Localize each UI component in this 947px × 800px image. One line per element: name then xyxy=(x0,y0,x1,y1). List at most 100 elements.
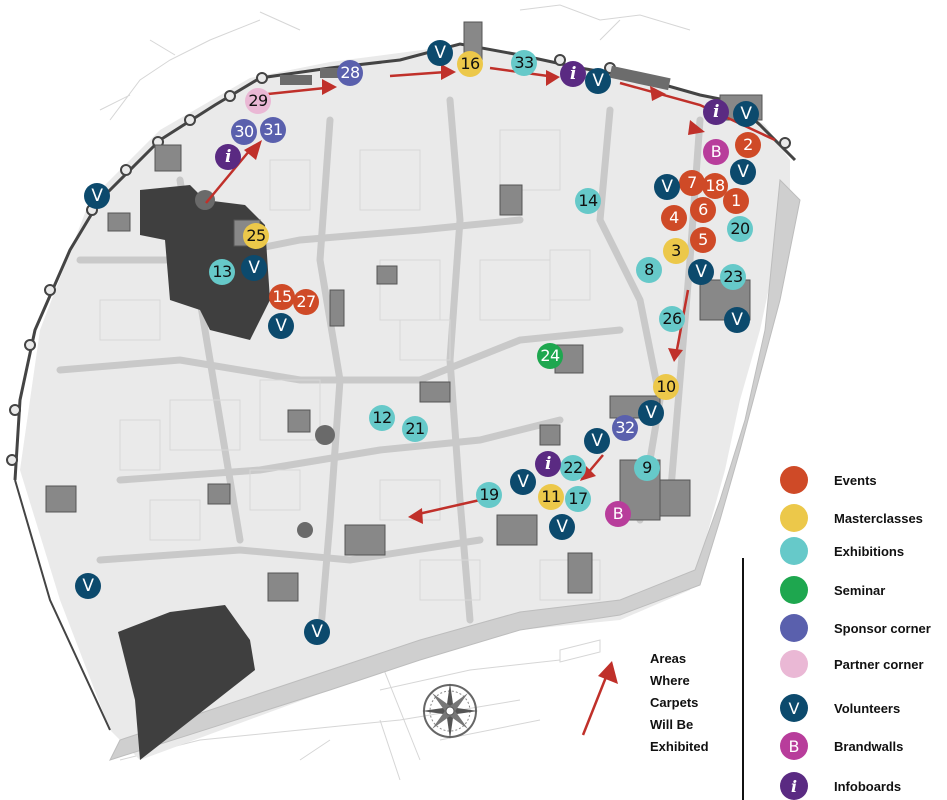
marker-exhibitions[interactable]: 33 xyxy=(511,50,537,76)
volunteer-v-icon[interactable]: V xyxy=(585,68,611,94)
brandwall-b-icon: B xyxy=(780,732,808,760)
wall-bastions xyxy=(6,54,791,466)
legend-item-exhibitions: Exhibitions xyxy=(780,537,904,565)
volunteer-v-icon[interactable]: V xyxy=(584,428,610,454)
marker-partner[interactable]: 29 xyxy=(245,88,271,114)
coastal-road xyxy=(109,178,801,761)
marker-masterclasses[interactable]: 10 xyxy=(653,374,679,400)
city-wall xyxy=(13,42,797,481)
marker-sponsor[interactable]: 32 xyxy=(612,415,638,441)
marker-sponsor[interactable]: 31 xyxy=(260,117,286,143)
marker-exhibitions[interactable]: 12 xyxy=(369,405,395,431)
legend-label: Volunteers xyxy=(834,700,901,716)
marker-exhibitions[interactable]: 9 xyxy=(634,455,660,481)
compass-rose-icon xyxy=(422,683,478,739)
marker-exhibitions[interactable]: 17 xyxy=(565,486,591,512)
brandwall-b-icon[interactable]: B xyxy=(605,501,631,527)
info-i-icon[interactable]: i xyxy=(215,144,241,170)
legend-item-volunteers: V Volunteers xyxy=(780,694,900,722)
exhibitions-dot-icon xyxy=(780,537,808,565)
marker-events[interactable]: 15 xyxy=(269,284,295,310)
volunteer-v-icon[interactable]: V xyxy=(724,307,750,333)
carpet-note-line: Areas xyxy=(650,651,687,666)
volunteer-v-icon[interactable]: V xyxy=(730,159,756,185)
volunteer-v-icon[interactable]: V xyxy=(688,259,714,285)
marker-events[interactable]: 4 xyxy=(661,205,687,231)
volunteer-v-icon[interactable]: V xyxy=(241,255,267,281)
info-i-icon[interactable]: i xyxy=(703,99,729,125)
volunteer-v-icon[interactable]: V xyxy=(427,40,453,66)
legend-label: Events xyxy=(834,472,877,488)
legend-label: Exhibitions xyxy=(834,543,905,559)
volunteer-v-icon[interactable]: V xyxy=(304,619,330,645)
info-i-icon: i xyxy=(780,772,808,800)
sponsor-dot-icon xyxy=(780,614,808,642)
harbour-block xyxy=(118,605,255,760)
legend-divider xyxy=(742,558,744,800)
legend-item-brandwalls: B Brandwalls xyxy=(780,732,903,760)
marker-exhibitions[interactable]: 22 xyxy=(560,455,586,481)
legend-label: Seminar xyxy=(834,582,886,598)
marker-events[interactable]: 6 xyxy=(690,197,716,223)
volunteer-v-icon[interactable]: V xyxy=(75,573,101,599)
info-i-icon[interactable]: i xyxy=(535,451,561,477)
marker-sponsor[interactable]: 30 xyxy=(231,119,257,145)
marker-events[interactable]: 1 xyxy=(723,188,749,214)
masterclasses-dot-icon xyxy=(780,504,808,532)
marker-events[interactable]: 7 xyxy=(679,170,705,196)
marker-exhibitions[interactable]: 8 xyxy=(636,257,662,283)
marker-masterclasses[interactable]: 3 xyxy=(663,238,689,264)
marker-events[interactable]: 18 xyxy=(702,173,728,199)
volunteer-v-icon[interactable]: V xyxy=(733,101,759,127)
legend-item-events: Events xyxy=(780,466,877,494)
legend-label: Brandwalls xyxy=(834,738,904,754)
marker-events[interactable]: 2 xyxy=(735,132,761,158)
marker-masterclasses[interactable]: 16 xyxy=(457,51,483,77)
legend-item-partner: Partner corner xyxy=(780,650,924,678)
events-dot-icon xyxy=(780,466,808,494)
volunteer-v-icon[interactable]: V xyxy=(638,400,664,426)
legend-item-seminar: Seminar xyxy=(780,576,885,604)
carpet-note-line: Where xyxy=(650,673,690,688)
marker-events[interactable]: 5 xyxy=(690,227,716,253)
partner-dot-icon xyxy=(780,650,808,678)
marker-masterclasses[interactable]: 11 xyxy=(538,484,564,510)
west-seawall xyxy=(14,479,111,731)
legend-item-masterclasses: Masterclasses xyxy=(780,504,923,532)
marker-sponsor[interactable]: 28 xyxy=(337,60,363,86)
carpet-note-line: Exhibited xyxy=(650,739,709,754)
volunteer-v-icon[interactable]: V xyxy=(84,183,110,209)
legend-label: Infoboards xyxy=(834,778,902,794)
legend-label: Masterclasses xyxy=(834,510,923,526)
marker-masterclasses[interactable]: 25 xyxy=(243,223,269,249)
harbour-sheds xyxy=(280,65,671,91)
marker-exhibitions[interactable]: 19 xyxy=(476,482,502,508)
seminar-dot-icon xyxy=(780,576,808,604)
volunteer-v-icon[interactable]: V xyxy=(654,174,680,200)
marker-exhibitions[interactable]: 14 xyxy=(575,188,601,214)
marker-events[interactable]: 27 xyxy=(293,289,319,315)
marker-exhibitions[interactable]: 23 xyxy=(720,264,746,290)
legend-item-infoboards: i Infoboards xyxy=(780,772,901,800)
legend-label: Partner corner xyxy=(834,656,924,672)
marker-exhibitions[interactable]: 20 xyxy=(727,216,753,242)
brandwall-b-icon[interactable]: B xyxy=(703,139,729,165)
carpet-note-line: Will Be xyxy=(650,717,694,732)
route-arrowheads xyxy=(244,64,705,684)
marker-exhibitions[interactable]: 13 xyxy=(209,259,235,285)
tree-icons xyxy=(195,190,335,538)
block-outlines xyxy=(99,129,601,601)
volunteer-v-icon[interactable]: V xyxy=(268,313,294,339)
volunteer-v-icon[interactable]: V xyxy=(549,514,575,540)
legend-label: Sponsor corner xyxy=(834,620,931,636)
volunteer-v-icon: V xyxy=(780,694,808,722)
marker-exhibitions[interactable]: 21 xyxy=(402,416,428,442)
carpet-areas-note: Areas Where Carpets Will Be Exhibited xyxy=(650,648,709,758)
volunteer-v-icon[interactable]: V xyxy=(510,469,536,495)
info-i-icon[interactable]: i xyxy=(560,61,586,87)
marker-seminar[interactable]: 24 xyxy=(537,343,563,369)
marker-exhibitions[interactable]: 26 xyxy=(659,306,685,332)
carpet-note-line: Carpets xyxy=(650,695,699,710)
